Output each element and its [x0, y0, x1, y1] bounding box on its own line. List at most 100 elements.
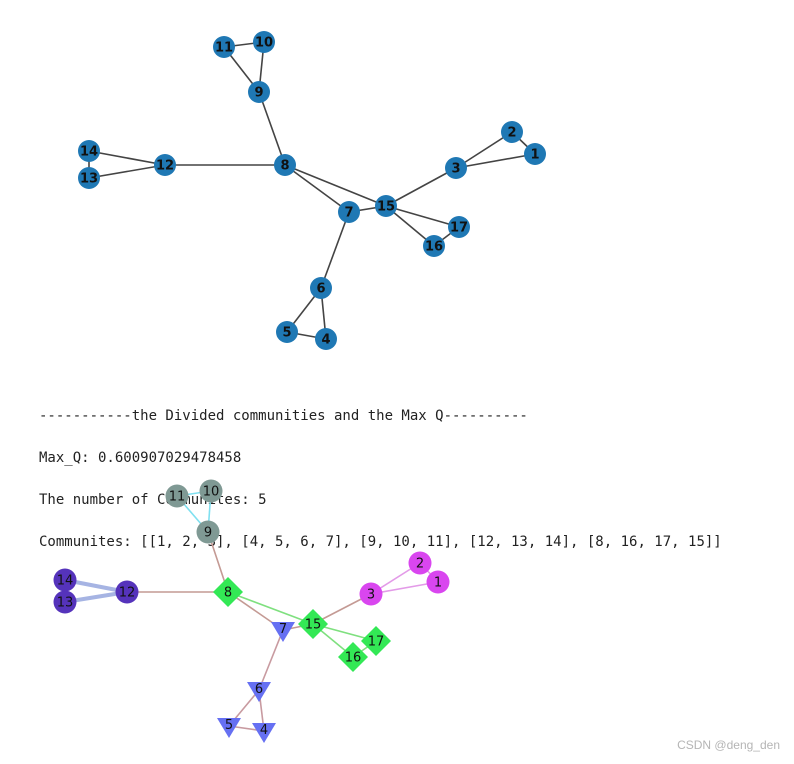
node-17[interactable]: 17	[361, 626, 391, 656]
node-label: 13	[80, 172, 98, 187]
node-7[interactable]: 7	[271, 622, 295, 642]
node-1[interactable]: 1	[524, 143, 546, 165]
node-1[interactable]: 1	[426, 570, 450, 594]
node-circle	[426, 570, 450, 594]
edges	[63, 490, 439, 732]
node-14[interactable]: 14	[53, 568, 77, 592]
node-label: 3	[451, 162, 460, 177]
node-label: 10	[203, 485, 220, 500]
node-circle	[53, 568, 77, 592]
node-label: 12	[156, 159, 174, 174]
node-label: 4	[321, 333, 330, 348]
node-10[interactable]: 10	[253, 31, 275, 53]
node-9[interactable]: 9	[248, 81, 270, 103]
node-label: 3	[367, 588, 375, 603]
node-circle	[274, 154, 296, 176]
node-circle	[53, 590, 77, 614]
node-label: 6	[316, 282, 325, 297]
edge-7-6	[320, 211, 350, 289]
node-diamond	[338, 642, 368, 672]
node-label: 7	[279, 622, 287, 637]
node-circle	[213, 36, 235, 58]
node-14[interactable]: 14	[78, 140, 100, 162]
node-12[interactable]: 12	[115, 580, 139, 604]
node-circle	[408, 551, 432, 575]
node-2[interactable]: 2	[501, 121, 523, 143]
node-15[interactable]: 15	[375, 195, 397, 217]
node-circle	[315, 328, 337, 350]
node-13[interactable]: 13	[53, 590, 77, 614]
edge-15-8	[227, 591, 314, 625]
node-8[interactable]: 8	[213, 577, 243, 607]
node-16[interactable]: 16	[423, 235, 445, 257]
node-5[interactable]: 5	[217, 718, 241, 738]
node-triangle	[217, 718, 241, 738]
node-label: 5	[225, 718, 233, 733]
node-label: 7	[344, 206, 353, 221]
node-label: 2	[416, 557, 424, 572]
console-line-header: -----------the Divided communities and t…	[39, 408, 528, 424]
node-circle	[445, 157, 467, 179]
node-15[interactable]: 15	[298, 609, 328, 639]
node-3[interactable]: 3	[445, 157, 467, 179]
node-label: 17	[368, 635, 385, 650]
edge-15-8	[284, 164, 387, 207]
node-circle	[338, 201, 360, 223]
console-line-maxq: Max_Q: 0.600907029478458	[39, 450, 242, 466]
node-circle	[359, 582, 383, 606]
edge-12-13	[88, 164, 166, 179]
node-6[interactable]: 6	[247, 682, 271, 702]
node-circle	[423, 235, 445, 257]
node-label: 16	[425, 240, 443, 255]
edge-2-3	[455, 131, 513, 169]
node-circle	[448, 216, 470, 238]
node-circle	[199, 479, 223, 503]
node-6[interactable]: 6	[310, 277, 332, 299]
node-13[interactable]: 13	[78, 167, 100, 189]
node-11[interactable]: 11	[165, 484, 189, 508]
node-5[interactable]: 5	[276, 321, 298, 343]
node-label: 9	[204, 526, 212, 541]
node-diamond	[213, 577, 243, 607]
node-label: 5	[282, 326, 291, 341]
edge-12-14	[88, 150, 166, 166]
node-10[interactable]: 10	[199, 479, 223, 503]
node-circle	[154, 154, 176, 176]
node-7[interactable]: 7	[338, 201, 360, 223]
console-line-communities: Communites: [[1, 2, 3], [4, 5, 6, 7], [9…	[39, 534, 722, 550]
watermark: CSDN @deng_den	[677, 738, 780, 752]
node-diamond	[298, 609, 328, 639]
node-8[interactable]: 8	[274, 154, 296, 176]
node-12[interactable]: 12	[154, 154, 176, 176]
node-circle	[196, 520, 220, 544]
node-circle	[78, 167, 100, 189]
node-circle	[248, 81, 270, 103]
node-9[interactable]: 9	[196, 520, 220, 544]
node-11[interactable]: 11	[213, 36, 235, 58]
node-2[interactable]: 2	[408, 551, 432, 575]
node-17[interactable]: 17	[448, 216, 470, 238]
node-16[interactable]: 16	[338, 642, 368, 672]
edge-7-6	[258, 629, 284, 691]
node-circle	[78, 140, 100, 162]
node-4[interactable]: 4	[315, 328, 337, 350]
node-label: 14	[57, 574, 74, 589]
node-triangle	[271, 622, 295, 642]
node-label: 17	[450, 221, 468, 236]
node-label: 15	[377, 200, 395, 215]
node-label: 14	[80, 145, 98, 160]
node-circle	[375, 195, 397, 217]
node-label: 8	[224, 586, 232, 601]
node-circle	[501, 121, 523, 143]
node-4[interactable]: 4	[252, 723, 276, 743]
node-label: 1	[530, 148, 539, 163]
node-label: 15	[305, 618, 322, 633]
node-label: 16	[345, 651, 362, 666]
edge-15-17	[385, 205, 460, 228]
node-3[interactable]: 3	[359, 582, 383, 606]
node-label: 8	[280, 159, 289, 174]
node-label: 4	[260, 723, 268, 738]
edges	[88, 41, 536, 340]
